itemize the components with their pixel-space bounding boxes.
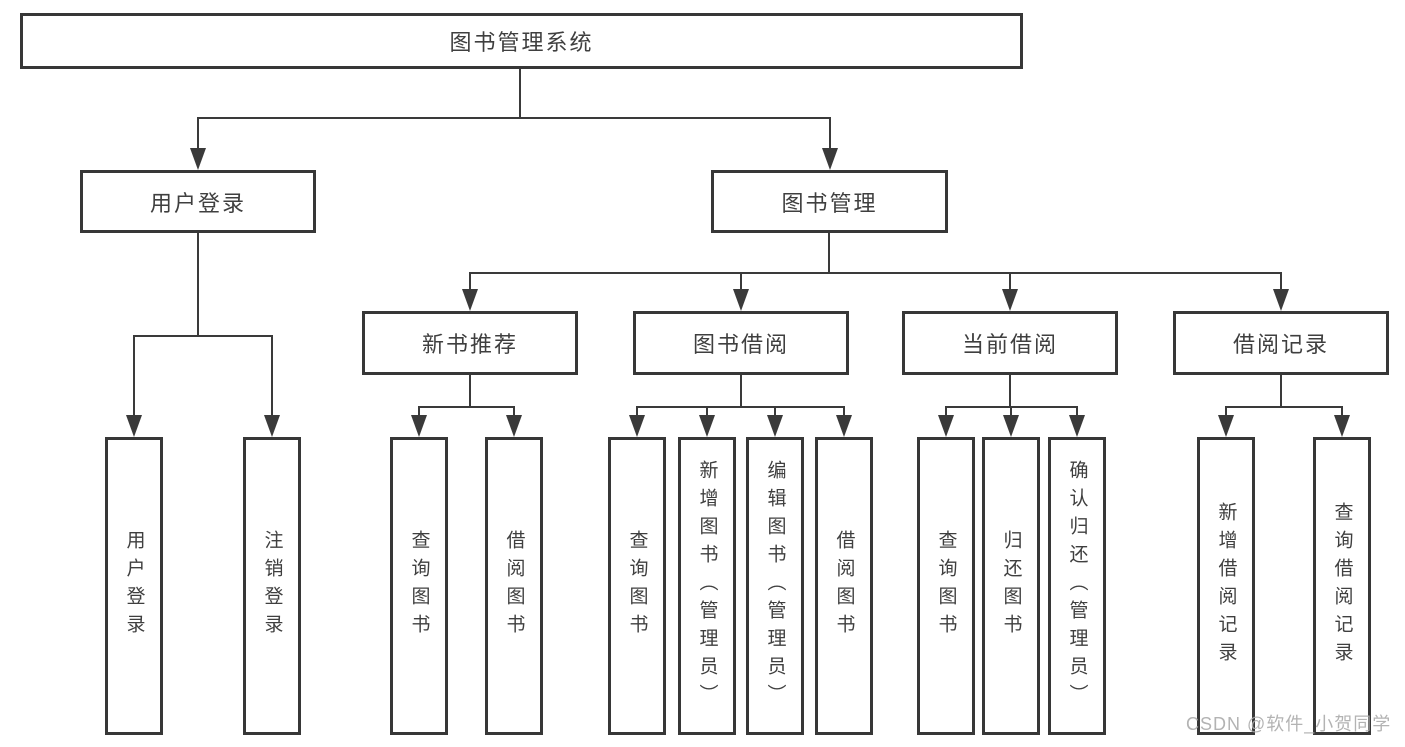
node-root-system: 图书管理系统	[20, 13, 1023, 69]
arrow-down-icon	[1334, 415, 1350, 437]
connector-line	[706, 406, 708, 416]
leaf-label: 编辑图书（管理员）	[764, 460, 786, 712]
arrow-down-icon	[411, 415, 427, 437]
connector-line	[1010, 406, 1012, 416]
node-add-borrow-record: 新增借阅记录	[1197, 437, 1255, 735]
arrow-down-icon	[1218, 415, 1234, 437]
connector-line	[469, 272, 1282, 274]
arrow-down-icon	[733, 289, 749, 311]
connector-line	[843, 406, 845, 416]
node-query-books-recommend: 查询图书	[390, 437, 448, 735]
node-edit-books-admin: 编辑图书（管理员）	[746, 437, 804, 735]
connector-line	[1280, 272, 1282, 289]
arrow-down-icon	[1002, 289, 1018, 311]
node-logout-leaf: 注销登录	[243, 437, 301, 735]
csdn-watermark: CSDN @软件_小贺同学	[1186, 714, 1392, 734]
connector-line	[774, 406, 776, 416]
node-borrow-books-borrowing: 借阅图书	[815, 437, 873, 735]
arrow-down-icon	[822, 148, 838, 170]
leaf-label: 查询图书	[935, 530, 957, 642]
connector-line	[1280, 375, 1282, 408]
leaf-label: 新增借阅记录	[1215, 502, 1237, 670]
leaf-label: 确认归还（管理员）	[1066, 460, 1088, 712]
connector-line	[740, 375, 742, 408]
connector-line	[829, 117, 831, 148]
node-user-login-leaf: 用户登录	[105, 437, 163, 735]
arrow-down-icon	[938, 415, 954, 437]
connector-line	[828, 233, 830, 274]
arrow-down-icon	[1003, 415, 1019, 437]
leaf-label: 新增图书（管理员）	[696, 460, 718, 712]
leaf-label: 用户登录	[123, 530, 145, 642]
arrow-down-icon	[506, 415, 522, 437]
node-query-books-current: 查询图书	[917, 437, 975, 735]
connector-line	[133, 335, 135, 415]
connector-line	[418, 406, 515, 408]
connector-line	[1076, 406, 1078, 416]
arrow-down-icon	[1273, 289, 1289, 311]
leaf-label: 查询图书	[626, 530, 648, 642]
arrow-down-icon	[699, 415, 715, 437]
arrow-down-icon	[462, 289, 478, 311]
arrow-down-icon	[767, 415, 783, 437]
connector-line	[945, 406, 947, 416]
leaf-label: 借阅图书	[833, 530, 855, 642]
connector-line	[197, 117, 831, 119]
connector-line	[1341, 406, 1343, 416]
connector-line	[636, 406, 845, 408]
arrow-down-icon	[836, 415, 852, 437]
node-borrowing-records: 借阅记录	[1173, 311, 1389, 375]
connector-line	[740, 272, 742, 289]
connector-line	[418, 406, 420, 416]
arrow-down-icon	[190, 148, 206, 170]
node-book-management-branch: 图书管理	[711, 170, 948, 233]
node-borrow-books-recommend: 借阅图书	[485, 437, 543, 735]
node-query-borrow-record: 查询借阅记录	[1313, 437, 1371, 735]
connector-line	[1009, 375, 1011, 408]
node-add-books-admin: 新增图书（管理员）	[678, 437, 736, 735]
connector-line	[469, 375, 471, 408]
connector-line	[1009, 272, 1011, 289]
arrow-down-icon	[264, 415, 280, 437]
leaf-label: 查询借阅记录	[1331, 502, 1353, 670]
node-user-login-branch: 用户登录	[80, 170, 316, 233]
node-new-book-recommend: 新书推荐	[362, 311, 578, 375]
connector-line	[469, 272, 471, 289]
connector-line	[636, 406, 638, 416]
arrow-down-icon	[126, 415, 142, 437]
connector-line	[271, 335, 273, 415]
leaf-label: 借阅图书	[503, 530, 525, 642]
connector-line	[197, 233, 199, 337]
arrow-down-icon	[1069, 415, 1085, 437]
connector-line	[1225, 406, 1343, 408]
node-book-borrowing: 图书借阅	[633, 311, 849, 375]
leaf-label: 查询图书	[408, 530, 430, 642]
connector-line	[513, 406, 515, 416]
node-current-borrowing: 当前借阅	[902, 311, 1118, 375]
node-confirm-return-admin: 确认归还（管理员）	[1048, 437, 1106, 735]
node-return-books: 归还图书	[982, 437, 1040, 735]
node-query-books-borrowing: 查询图书	[608, 437, 666, 735]
leaf-label: 归还图书	[1000, 530, 1022, 642]
connector-line	[1225, 406, 1227, 416]
connector-line	[133, 335, 273, 337]
arrow-down-icon	[629, 415, 645, 437]
leaf-label: 注销登录	[261, 530, 283, 642]
connector-line	[519, 69, 521, 118]
connector-line	[197, 117, 199, 148]
